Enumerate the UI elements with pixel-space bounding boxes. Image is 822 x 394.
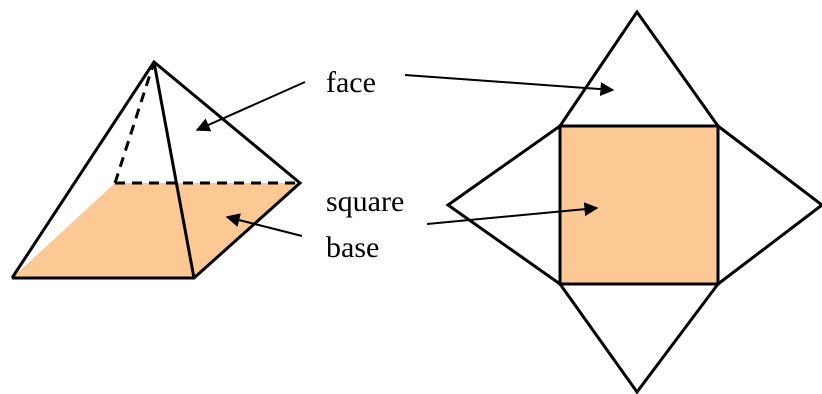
square-base-label-line1: square [326,185,404,218]
net-square-base [558,124,720,286]
pyramid-net [445,9,822,394]
pyramid-front-edge [152,61,196,279]
pyramid-visible-edges [10,59,303,280]
pyramid-base-fill [12,183,300,278]
net-triangle-left [445,124,561,286]
net-triangle-right [717,124,822,286]
arrow-base-to-net [426,202,599,225]
square-pyramid [10,59,303,280]
square-base-label-line2: base [326,231,379,264]
face-label: face [326,66,376,99]
arrow-face-to-net [404,74,615,97]
arrow-face-to-pyramid [195,81,306,132]
net-triangle-bottom [558,283,720,394]
net-triangle-top [558,9,720,127]
arrow-base-to-pyramid [225,213,303,237]
pyramid-hidden-edge-apex [113,61,156,184]
